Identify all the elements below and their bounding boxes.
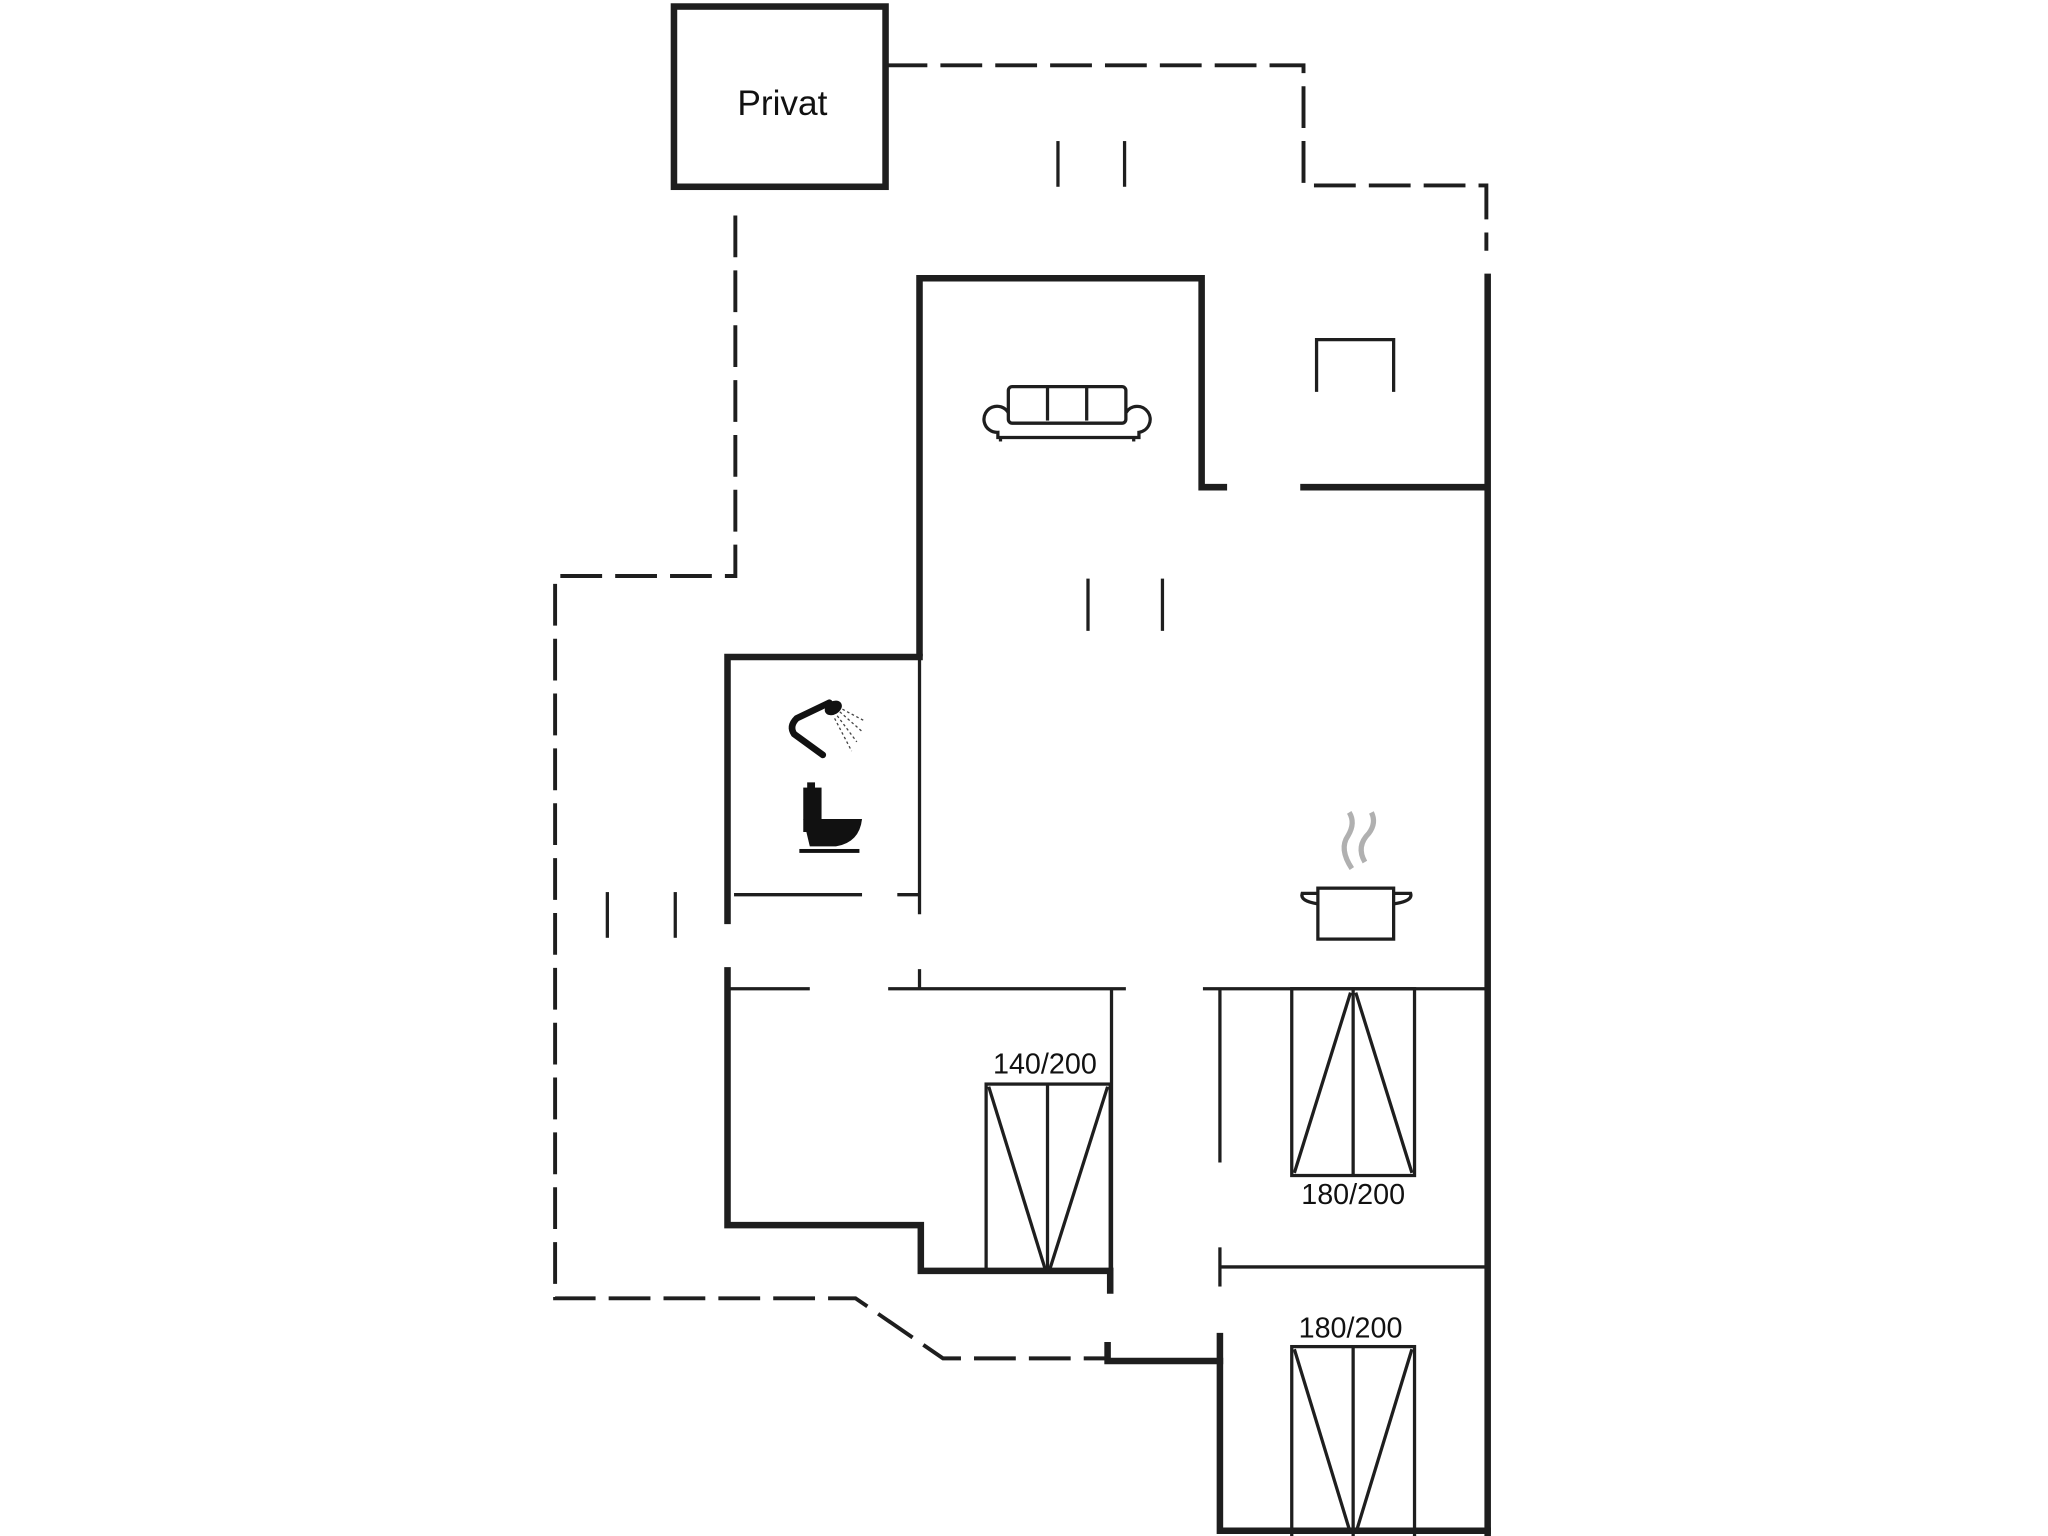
bed-180-200-lower: 180/200	[1290, 1312, 1417, 1536]
terrace-outline-left	[553, 215, 1108, 1361]
sofa-icon	[982, 384, 1152, 442]
bed-180-200-upper: 180/200	[1290, 987, 1417, 1211]
terrace-outline-top	[885, 63, 1489, 251]
bed-size-label: 140/200	[993, 1049, 1097, 1081]
private-room	[670, 3, 889, 191]
toilet-icon	[799, 782, 863, 853]
door-markers	[605, 141, 1165, 938]
cooking-pot-icon	[1300, 811, 1413, 941]
private-room-label: Privat	[737, 84, 827, 123]
bed-size-label: 180/200	[1301, 1179, 1405, 1211]
bed-icon	[984, 1082, 1112, 1273]
shower-icon	[788, 699, 865, 759]
exterior-walls	[724, 273, 1491, 1536]
bed-icon	[1290, 1344, 1417, 1536]
bed-size-label: 180/200	[1299, 1312, 1403, 1344]
bed-icon	[1290, 987, 1417, 1178]
bed-140-200: 140/200	[984, 1049, 1112, 1273]
counter-icon	[1314, 337, 1396, 392]
